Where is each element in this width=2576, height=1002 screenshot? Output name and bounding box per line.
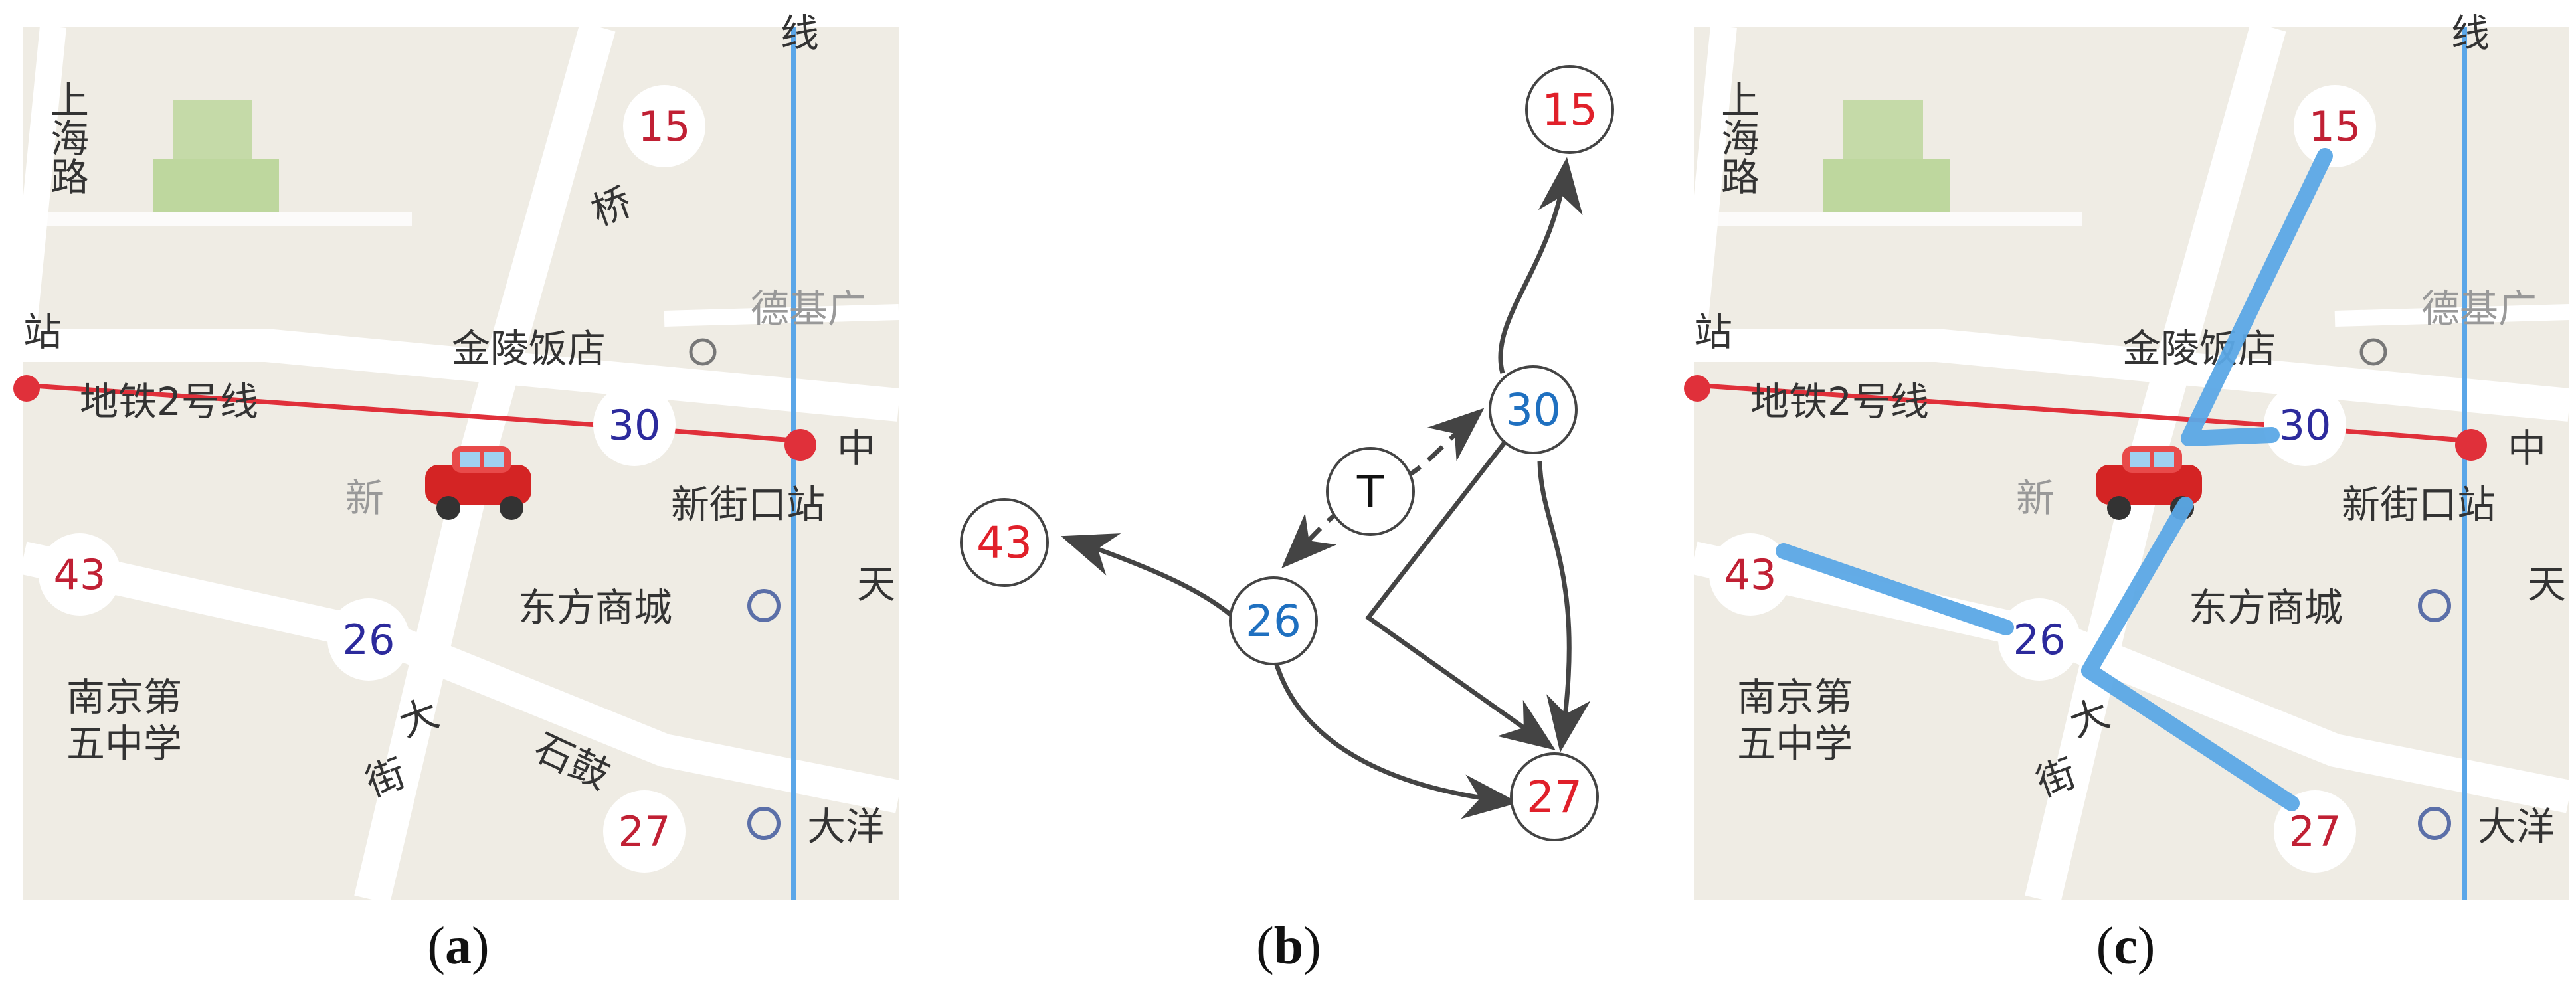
- graph-edges: [1061, 157, 1591, 819]
- svg-text:26: 26: [343, 616, 395, 664]
- map-base: [10, 21, 902, 904]
- caption-b: (b): [1256, 917, 1321, 975]
- map-panel-a: 上海路 线 站 地铁2号线 金陵饭店 德基广 中 新街口站 新 天 东方商城 南…: [10, 11, 902, 904]
- svg-text:27: 27: [2289, 807, 2342, 856]
- line-label: 线: [2451, 11, 2490, 56]
- station-label-left: 站: [1694, 309, 1732, 355]
- svg-text:30: 30: [608, 401, 661, 450]
- mall-icon: [747, 807, 781, 840]
- dongfang-mall-label: 东方商城: [518, 585, 672, 630]
- hotel-icon: [689, 338, 717, 366]
- metro-station-icon: [13, 375, 40, 402]
- deji-plaza-label: 德基广: [751, 286, 866, 331]
- route-segment-junction-30: [2181, 427, 2280, 446]
- tian-label: 天: [857, 562, 895, 607]
- school-label-line2: 五中学: [1737, 721, 1853, 766]
- svg-text:43: 43: [976, 517, 1032, 568]
- graph-node-26: 26: [1229, 576, 1318, 665]
- edge-30-27-via: [1364, 436, 1556, 750]
- svg-text:26: 26: [2013, 616, 2066, 664]
- xin-label: 新: [345, 475, 384, 521]
- route-segment-junction-26: [2081, 497, 2193, 679]
- caption-c: (c): [2096, 917, 2156, 975]
- map-nodes-c: 15 30 43 26 27: [1709, 85, 2376, 873]
- caption-a: (a): [427, 917, 490, 975]
- map-node-30: 30: [593, 384, 676, 466]
- graph-panel-b: 15 30 T 43 26 27: [960, 65, 1614, 841]
- edge-t-30: [1402, 408, 1485, 481]
- metro-station-icon: [2455, 429, 2487, 461]
- school-label-line1: 南京第: [66, 675, 182, 720]
- zhong-label: 中: [837, 426, 875, 471]
- station-label-left: 站: [23, 309, 62, 355]
- map-nodes-a: 15 30 43 26 27: [39, 85, 705, 873]
- metro-line2-label: 地铁2号线: [1750, 379, 1929, 424]
- map-node-15: 15: [2294, 85, 2376, 167]
- graph-node-27: 27: [1510, 752, 1599, 841]
- road-label-shanghai: 上海路: [1714, 80, 1760, 195]
- svg-text:27: 27: [618, 807, 671, 856]
- map-node-30: 30: [2264, 384, 2346, 466]
- map-node-43: 43: [1709, 533, 1792, 616]
- xinjiekou-station-label: 新街口站: [2342, 482, 2496, 527]
- edge-30-27: [1537, 461, 1591, 753]
- jinling-hotel-label: 金陵饭店: [2122, 326, 2276, 371]
- dayang-label: 大洋: [2478, 804, 2555, 849]
- map-panel-c: 上海路 线 站 地铁2号线 金陵饭店 德基广 中 新街口站 新 天 东方商城 南…: [1681, 11, 2573, 904]
- jinling-hotel-label: 金陵饭店: [452, 326, 606, 371]
- edge-30-15: [1498, 157, 1583, 374]
- metro-station-icon: [1684, 375, 1710, 402]
- svg-text:27: 27: [1526, 772, 1582, 823]
- hotel-icon: [2359, 338, 2387, 366]
- mall-icon: [747, 589, 781, 622]
- svg-text:43: 43: [54, 550, 106, 599]
- graph-node-t: T: [1326, 447, 1415, 536]
- metro-station-icon: [784, 429, 816, 461]
- svg-text:26: 26: [1245, 596, 1301, 647]
- line-label: 线: [781, 11, 819, 56]
- graph-nodes: 15 30 T 43 26 27: [960, 65, 1614, 841]
- map-node-26: 26: [327, 598, 410, 681]
- dayang-label: 大洋: [807, 804, 884, 849]
- edge-26-27: [1273, 660, 1519, 819]
- svg-text:30: 30: [1505, 384, 1561, 436]
- route-segment-43-26: [1776, 543, 2014, 635]
- mall-icon: [2418, 589, 2451, 622]
- road-label-shanghai: 上海路: [44, 80, 89, 195]
- school-label-line1: 南京第: [1737, 675, 1853, 720]
- school-label-line2: 五中学: [66, 721, 182, 766]
- mall-icon: [2418, 807, 2451, 840]
- zhong-label: 中: [2508, 426, 2546, 471]
- svg-text:15: 15: [638, 102, 691, 151]
- edge-26-43: [1061, 533, 1243, 626]
- route-segment-junction-27: [2081, 663, 2300, 811]
- car-icon: [425, 446, 531, 520]
- xinjiekou-station-label: 新街口站: [671, 482, 825, 527]
- deji-plaza-label: 德基广: [2421, 286, 2537, 331]
- graph-node-15: 15: [1525, 65, 1614, 154]
- svg-text:15: 15: [2309, 102, 2361, 151]
- map-base: 上海路 线 站 地铁2号线 金陵饭店 德基广 中 新街口站 新 天 东方商城 南…: [1681, 11, 2573, 904]
- map-node-27: 27: [603, 790, 686, 873]
- tian-label: 天: [2528, 562, 2566, 607]
- svg-text:43: 43: [1724, 550, 1777, 599]
- map-node-43: 43: [39, 533, 121, 616]
- graph-node-30: 30: [1489, 365, 1578, 454]
- route-segment-15-30: [2181, 148, 2333, 446]
- graph-node-43: 43: [960, 498, 1049, 587]
- xin-label: 新: [2016, 475, 2055, 521]
- svg-text:30: 30: [2279, 401, 2332, 450]
- svg-text:T: T: [1356, 466, 1384, 517]
- route-path: [1776, 148, 2333, 811]
- dongfang-mall-label: 东方商城: [2189, 585, 2343, 630]
- map-labels: 上海路 线 站 地铁2号线 金陵饭店 德基广 中 新街口站 新 天 东方商城 南…: [1694, 11, 2566, 849]
- svg-text:15: 15: [1542, 84, 1598, 135]
- metro-line2-label: 地铁2号线: [80, 379, 258, 424]
- map-node-15: 15: [623, 85, 705, 167]
- map-node-26: 26: [1998, 598, 2080, 681]
